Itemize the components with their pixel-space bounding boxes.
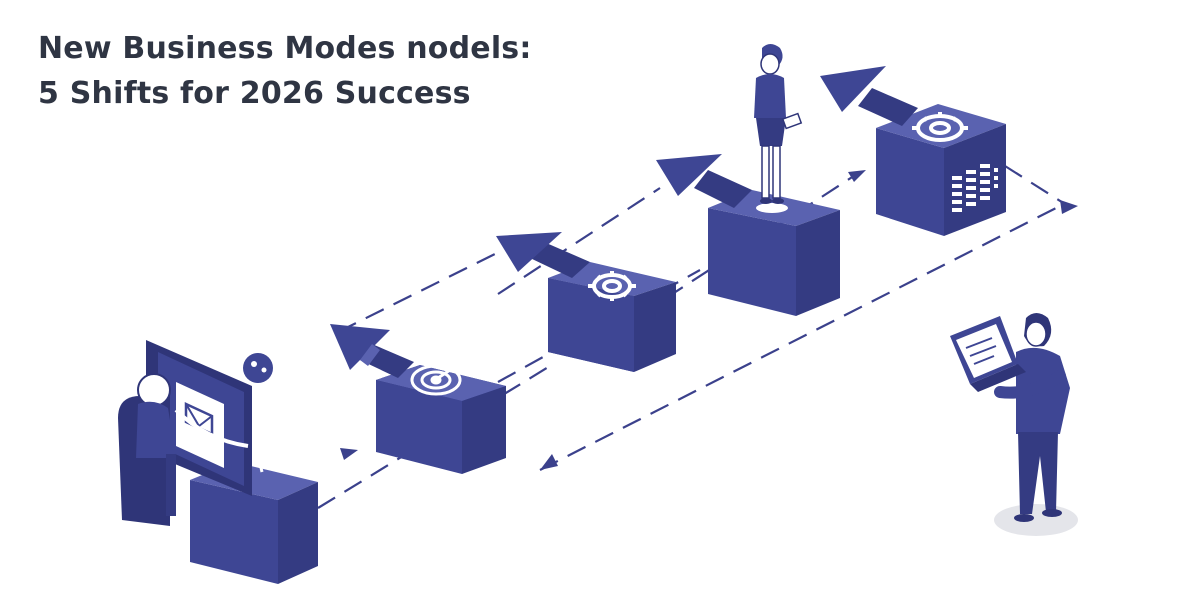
page-title: New Business Modes nodels: 5 Shifts for … xyxy=(38,26,532,116)
dashed-line-7 xyxy=(1004,165,1069,207)
dashed-line-1 xyxy=(337,243,516,333)
arrow-step-1 xyxy=(330,324,414,378)
arrowhead-right-top xyxy=(848,170,866,182)
arrowhead-right-far xyxy=(1060,200,1078,214)
step-block-0 xyxy=(190,462,318,584)
arrowhead-right-1 xyxy=(340,448,358,460)
step-block-3 xyxy=(708,190,840,316)
laptop-base xyxy=(970,364,1026,392)
step-arrows xyxy=(330,66,918,378)
title-line-2: 5 Shifts for 2026 Success xyxy=(38,76,471,111)
laptop-user xyxy=(950,313,1078,536)
arrow-step-4 xyxy=(820,66,918,126)
title-line-1: New Business Modes nodels: xyxy=(38,31,532,66)
arrow-step-2 xyxy=(496,232,590,278)
arrowhead-left-bottom xyxy=(540,454,558,470)
gear-chart-icon xyxy=(912,112,998,212)
target-icon xyxy=(410,364,462,396)
gear-icon xyxy=(588,271,636,301)
dashed-line-2 xyxy=(497,187,661,295)
arrow-step-3 xyxy=(656,154,752,208)
dashed-line-6 xyxy=(539,205,1061,471)
step-block-1 xyxy=(376,365,506,474)
step-block-2 xyxy=(548,262,676,372)
floor-shadow xyxy=(994,504,1078,536)
connector-arrowheads xyxy=(340,170,1078,470)
desk-worker xyxy=(118,340,273,526)
bar-chart-icon xyxy=(952,164,998,212)
speech-bubble-icon xyxy=(243,353,273,383)
person-on-block xyxy=(754,44,803,213)
